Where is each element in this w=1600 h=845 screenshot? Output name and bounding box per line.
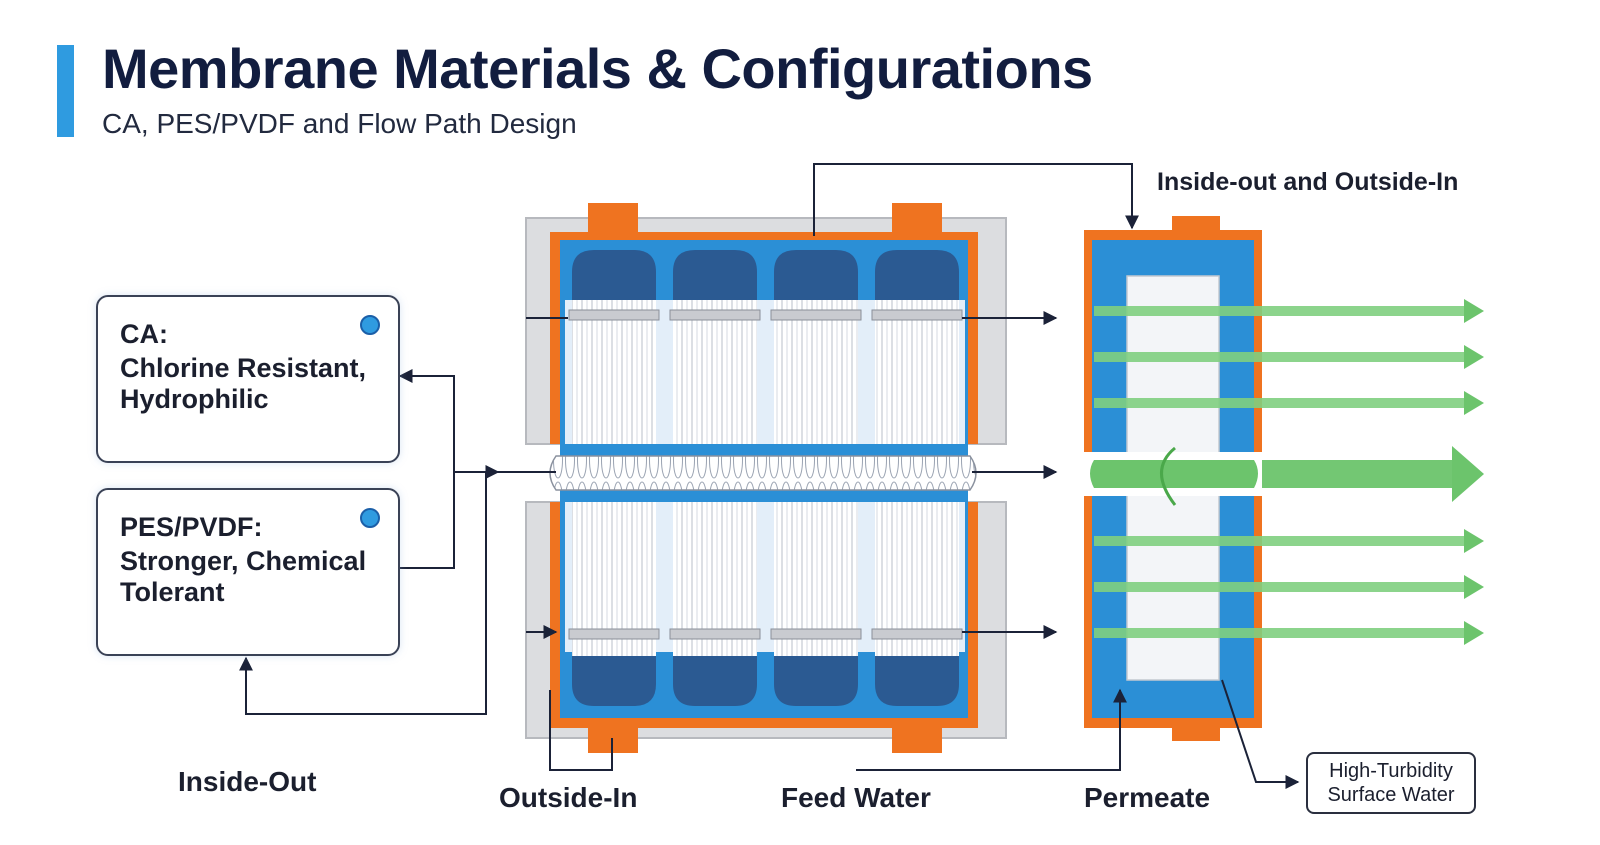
cartridge-band — [669, 309, 761, 321]
fiber-bundle — [774, 298, 858, 444]
page-subtitle: CA, PES/PVDF and Flow Path Design — [102, 108, 577, 139]
page-title: Membrane Materials & Configurations — [102, 37, 1093, 100]
cartridge-row-bottom — [568, 502, 963, 706]
label-inside-out: Inside-Out — [178, 766, 317, 797]
material-card-pes-pvdf: PES/PVDF: Stronger, Chemical Tolerant — [96, 488, 400, 656]
connector-lines — [239, 163, 1300, 789]
center-blue-band-bottom — [560, 490, 968, 502]
title-accent-bar — [57, 45, 74, 137]
label-feed-water: Feed Water — [781, 782, 931, 813]
cartridge-band — [669, 628, 761, 640]
central-fiber-tube — [549, 455, 977, 491]
cartridge — [669, 250, 761, 444]
cartridge-cap — [572, 250, 656, 300]
module-left — [525, 203, 1007, 753]
fiber-bundle — [572, 298, 656, 444]
material-name: PES/PVDF: — [120, 512, 263, 542]
cartridge-band — [770, 309, 862, 321]
cartridge-cap — [875, 656, 959, 706]
green-outflow-arrows — [1094, 299, 1484, 645]
cartridge-cap — [673, 656, 757, 706]
connector-pes-to-ca — [398, 369, 455, 569]
port-bottom-right — [892, 727, 942, 753]
outflow-arrow — [1094, 391, 1484, 415]
outflow-arrow — [1094, 575, 1484, 599]
cartridge-band — [871, 628, 963, 640]
cartridge-band — [871, 309, 963, 321]
connector-outside-in-leader — [549, 690, 613, 771]
cartridge-band — [568, 309, 660, 321]
cartridge-row-top — [568, 250, 963, 444]
bullet-dot-icon — [360, 508, 380, 528]
outflow-arrow — [1094, 529, 1484, 553]
module-right — [1080, 216, 1266, 741]
outflow-arrow — [1094, 621, 1484, 645]
connector-source-leader — [1221, 679, 1300, 789]
cartridge-cap — [875, 250, 959, 300]
cartridge-cap — [572, 656, 656, 706]
connector-feed-water-leader — [856, 688, 1127, 771]
outflow-arrow — [1094, 299, 1484, 323]
fiber-bundle — [673, 298, 757, 444]
swirl-arrow — [1160, 446, 1177, 506]
connector-top-loop — [813, 163, 1139, 236]
cartridge-cap — [774, 656, 858, 706]
cartridge — [568, 502, 660, 706]
label-high-turbidity-surface-water: High-Turbidity Surface Water — [1306, 752, 1476, 814]
label-outside-in: Outside-In — [499, 782, 638, 813]
cartridge — [871, 502, 963, 706]
center-blue-band-top — [560, 444, 968, 456]
outflow-arrow — [1094, 345, 1484, 369]
cartridge — [871, 250, 963, 444]
material-description: Chlorine Resistant, Hydrophilic — [120, 353, 367, 414]
cartridge-cap — [673, 250, 757, 300]
connector-return-pes — [239, 472, 487, 715]
material-card-ca: CA: Chlorine Resistant, Hydrophilic — [96, 295, 400, 463]
label-inside-out-and-outside-in: Inside-out and Outside-In — [1157, 168, 1459, 196]
port-top-left — [588, 203, 638, 233]
cartridge — [669, 502, 761, 706]
cartridge-band — [770, 628, 862, 640]
material-description: Stronger, Chemical Tolerant — [120, 546, 367, 607]
right-center-channel — [1090, 460, 1258, 488]
cartridge — [770, 250, 862, 444]
label-permeate: Permeate — [1084, 782, 1211, 813]
material-name: CA: — [120, 319, 168, 349]
fiber-bundle — [875, 298, 959, 444]
port-top-right — [892, 203, 942, 233]
cartridge-band — [568, 628, 660, 640]
bullet-dot-icon — [360, 315, 380, 335]
right-bottom-port — [1172, 725, 1220, 741]
cartridge-cap — [774, 250, 858, 300]
outflow-arrow-thick — [1262, 446, 1484, 502]
cartridge — [770, 502, 862, 706]
cartridge — [568, 250, 660, 444]
right-top-port — [1172, 216, 1220, 238]
